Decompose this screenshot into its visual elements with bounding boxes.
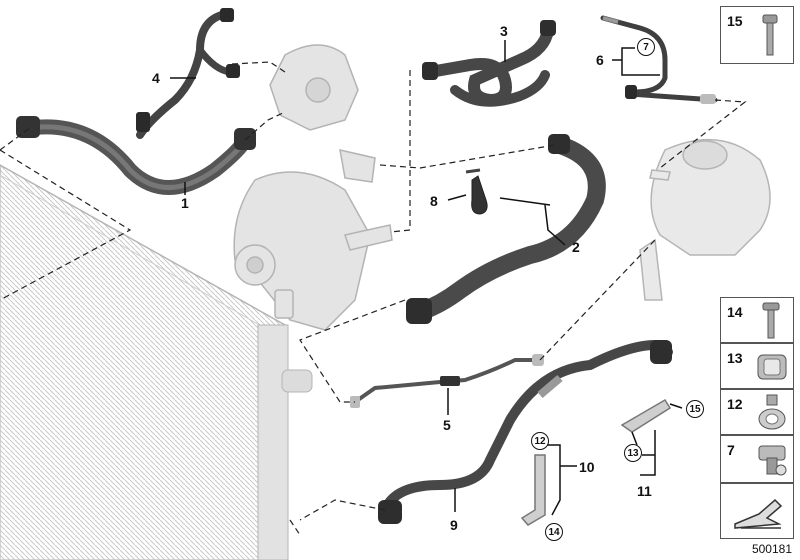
- callout-1: 1: [181, 195, 189, 211]
- side-cell-13-number: 13: [727, 350, 743, 366]
- side-cell-7: 7: [720, 435, 794, 483]
- leader-lines: [170, 40, 683, 516]
- hose-3: [422, 20, 556, 107]
- water-pump-housing: [233, 149, 393, 331]
- ring-callout-15: 15: [686, 400, 704, 418]
- ring-callout-12: 12: [531, 432, 549, 450]
- thermostat-housing: [269, 44, 359, 131]
- pipe-5: [350, 354, 544, 408]
- rubber-mount-icon: [757, 354, 787, 380]
- bracket-11: [620, 398, 672, 433]
- diagram-reference-number: 500181: [751, 542, 792, 556]
- pipe-holder-icon: [758, 445, 787, 476]
- side-cell-15-number: 15: [727, 13, 743, 29]
- side-cell-tool: [720, 483, 794, 539]
- callout-11: 11: [637, 483, 652, 499]
- callout-5: 5: [443, 417, 451, 433]
- screw-icon: [762, 302, 780, 339]
- ring-callout-7: 7: [637, 38, 655, 56]
- callout-6: 6: [596, 52, 604, 68]
- bolt-icon: [762, 14, 778, 56]
- pipe-6: [600, 15, 718, 104]
- ring-callout-13: 13: [624, 444, 642, 462]
- callout-8: 8: [430, 193, 438, 209]
- callout-9: 9: [450, 517, 458, 533]
- side-cell-14-number: 14: [727, 304, 743, 320]
- side-cell-7-number: 7: [727, 442, 735, 458]
- callout-10: 10: [579, 459, 595, 475]
- side-cell-13: 13: [720, 343, 794, 389]
- ring-callout-14: 14: [545, 523, 563, 541]
- radiator: [0, 164, 313, 560]
- expansion-tank: [639, 138, 771, 301]
- hose-2: [406, 134, 606, 324]
- bracket-10: [520, 454, 546, 526]
- callout-4: 4: [152, 70, 160, 86]
- callout-2: 2: [572, 239, 580, 255]
- clip-8: [465, 168, 488, 215]
- callout-3: 3: [500, 23, 508, 39]
- hose-1: [16, 116, 256, 195]
- side-cell-14: 14: [720, 297, 794, 343]
- side-cell-12: 12: [720, 389, 794, 435]
- assembly-lines: [0, 61, 747, 536]
- side-cell-12-number: 12: [727, 396, 743, 412]
- arrow-bracket-icon: [734, 498, 783, 529]
- hose-clamp-icon: [758, 394, 786, 430]
- hose-9: [378, 339, 673, 524]
- side-cell-15: 15: [720, 6, 794, 64]
